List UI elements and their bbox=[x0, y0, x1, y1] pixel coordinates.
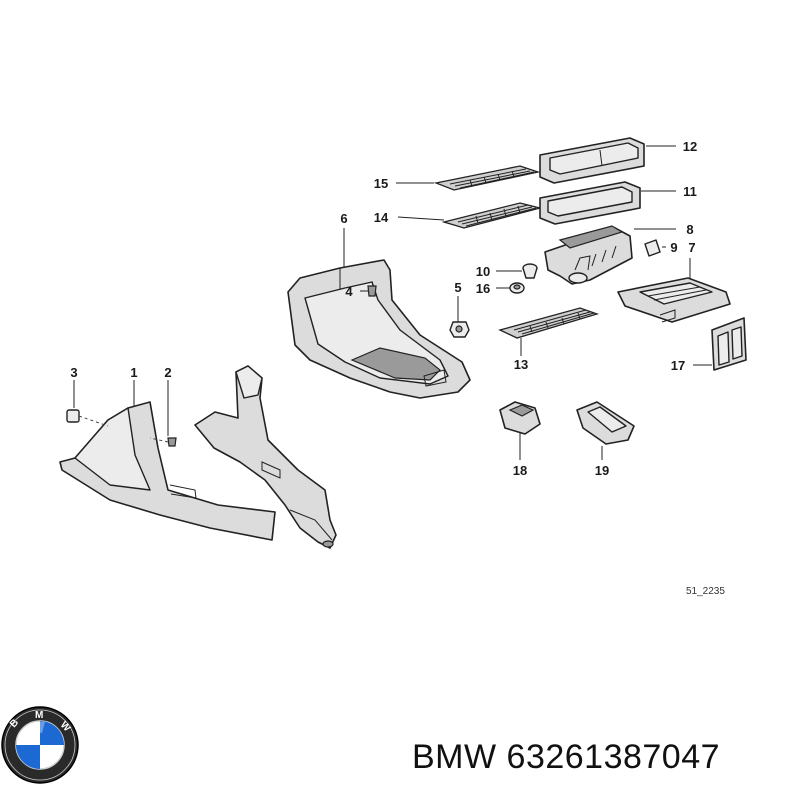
part-12-tray bbox=[539, 137, 645, 184]
callout-2: 2 bbox=[164, 365, 171, 380]
part-19-tray bbox=[576, 401, 635, 445]
part-16-grommet bbox=[509, 282, 525, 294]
callout-15: 15 bbox=[374, 176, 388, 191]
callout-6: 6 bbox=[340, 211, 347, 226]
callout-12: 12 bbox=[683, 139, 697, 154]
part-11-tray bbox=[539, 181, 641, 225]
part-6-shift-surround bbox=[287, 259, 471, 399]
callout-14: 14 bbox=[374, 210, 389, 225]
diagram-reference: 51_2235 bbox=[686, 586, 725, 597]
callout-4: 4 bbox=[345, 284, 353, 299]
leader-lines bbox=[73, 145, 712, 460]
callout-1: 1 bbox=[130, 365, 137, 380]
svg-text:M: M bbox=[35, 710, 43, 721]
callout-16: 16 bbox=[476, 281, 490, 296]
part-3-clip bbox=[66, 409, 109, 427]
part-9-switch bbox=[644, 239, 661, 257]
callout-labels: 1 2 3 4 5 6 7 8 9 10 11 12 13 14 15 16 1… bbox=[70, 139, 697, 478]
part-5-nut bbox=[449, 321, 470, 338]
part-number-caption: BMW 63261387047 bbox=[412, 738, 721, 776]
callout-3: 3 bbox=[70, 365, 77, 380]
part-15-grille bbox=[433, 165, 541, 191]
part-console-side-trim bbox=[194, 365, 337, 549]
callout-11: 11 bbox=[683, 184, 697, 199]
part-17-bezel bbox=[711, 317, 747, 371]
part-13-grille bbox=[498, 307, 600, 339]
part-18-cup bbox=[499, 401, 541, 435]
callout-18: 18 bbox=[513, 463, 527, 478]
part-7-shift-plate bbox=[617, 277, 731, 323]
callout-10: 10 bbox=[476, 264, 490, 279]
callout-9: 9 bbox=[670, 240, 677, 255]
callout-19: 19 bbox=[595, 463, 609, 478]
callout-13: 13 bbox=[514, 357, 528, 372]
callout-8: 8 bbox=[686, 222, 693, 237]
part-1-left-trim-panel bbox=[59, 401, 276, 541]
part-8-switch-panel bbox=[544, 225, 633, 285]
callout-7: 7 bbox=[688, 240, 695, 255]
callout-17: 17 bbox=[671, 358, 685, 373]
part-14-grille bbox=[441, 202, 541, 229]
part-4-screw bbox=[360, 285, 377, 297]
part-2-screw bbox=[149, 437, 177, 447]
callout-5: 5 bbox=[454, 280, 461, 295]
bmw-logo-icon: B M W bbox=[1, 706, 79, 784]
part-10-plug bbox=[522, 263, 538, 279]
